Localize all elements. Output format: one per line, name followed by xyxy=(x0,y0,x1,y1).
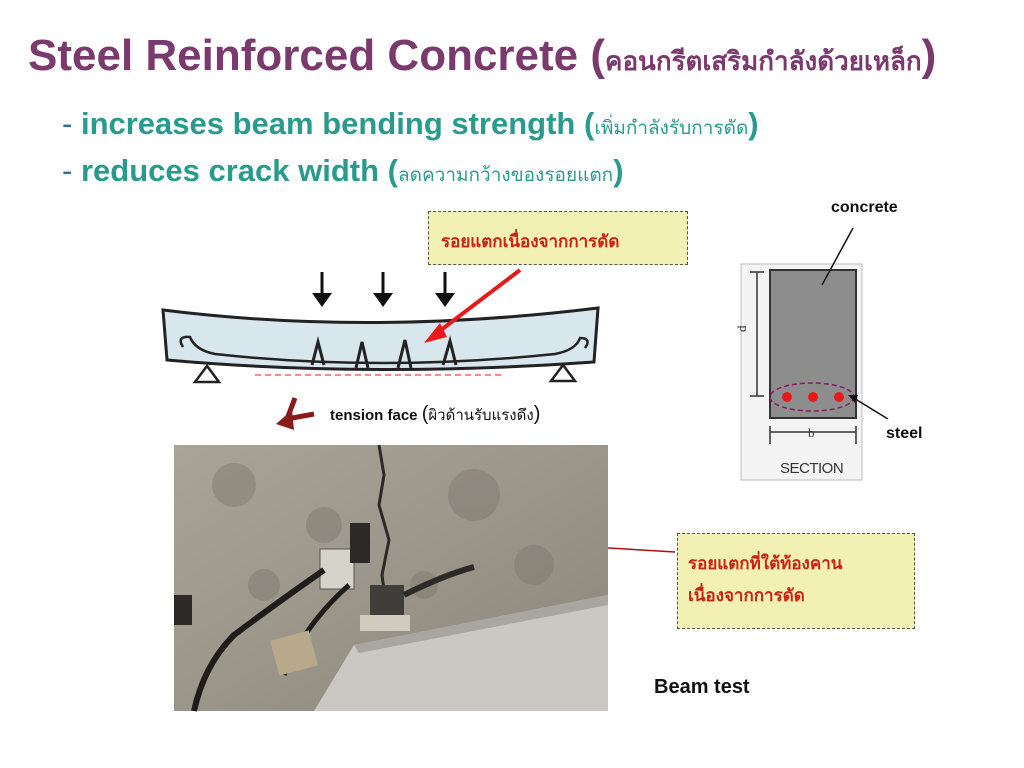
bullet-thai: เพิ่มกำลังรับการดัด xyxy=(594,117,749,139)
section-depth-label: d xyxy=(734,325,749,332)
steel-bar xyxy=(808,392,818,402)
beam-test-photo xyxy=(174,444,608,712)
bullet-bending-strength: - increases beam bending strength (เพิ่ม… xyxy=(62,106,759,141)
section-title: SECTION xyxy=(780,460,843,477)
title-paren-open: ( xyxy=(590,31,606,80)
bullet-thai: ลดความกว้างของรอยแตก xyxy=(397,164,614,186)
title-main: Steel Reinforced Concrete xyxy=(28,31,579,80)
load-arrows xyxy=(312,272,455,307)
concrete-leader-line xyxy=(821,227,854,286)
bullet-dash: - xyxy=(62,106,73,141)
concrete-label: concrete xyxy=(831,199,898,216)
beam-test-caption: Beam test xyxy=(654,676,750,698)
title-thai: คอนกรีตเสริมกำลังด้วยเหล็ก xyxy=(605,47,922,77)
beam-crack-callout: รอยแตกเนื่องจากการดัด xyxy=(428,211,688,265)
steel-bar xyxy=(834,392,844,402)
crack-pointer-arrow xyxy=(435,268,522,335)
section-width-dimension xyxy=(769,426,857,444)
beam-support-left xyxy=(192,363,222,384)
bullet-dash: - xyxy=(62,153,73,188)
bullet-crack-width: - reduces crack width (ลดความกว้างของรอย… xyxy=(62,153,624,188)
slide-title: Steel Reinforced Concrete (คอนกรีตเสริมก… xyxy=(28,34,936,78)
tension-face-label: tension face (ผิวด้านรับแรงดึง) xyxy=(330,403,541,425)
bullet-text: increases beam bending strength xyxy=(80,106,576,141)
steel-bar xyxy=(782,392,792,402)
steel-label: steel xyxy=(886,425,923,442)
tension-label-en: tension face xyxy=(330,407,418,424)
beam-body xyxy=(161,306,600,372)
title-paren-close: ) xyxy=(921,31,937,80)
section-depth-dimension xyxy=(750,271,764,397)
photo-callout-line: รอยแตกที่ใต้ท้องคาน xyxy=(688,554,843,574)
photo-crack-callout: รอยแตกที่ใต้ท้องคาน เนื่องจากการดัด xyxy=(677,533,915,629)
steel-leader-line xyxy=(851,396,889,420)
beam-rebar xyxy=(179,335,589,365)
tension-label-thai: ผิวด้านรับแรงดึง xyxy=(428,406,534,424)
section-width-label: b xyxy=(808,425,815,440)
photo-callout-line: เนื่องจากการดัด xyxy=(688,586,805,606)
beam-support-right xyxy=(548,362,578,383)
beam-cracks xyxy=(310,335,458,369)
bullet-text: reduces crack width xyxy=(80,153,380,188)
